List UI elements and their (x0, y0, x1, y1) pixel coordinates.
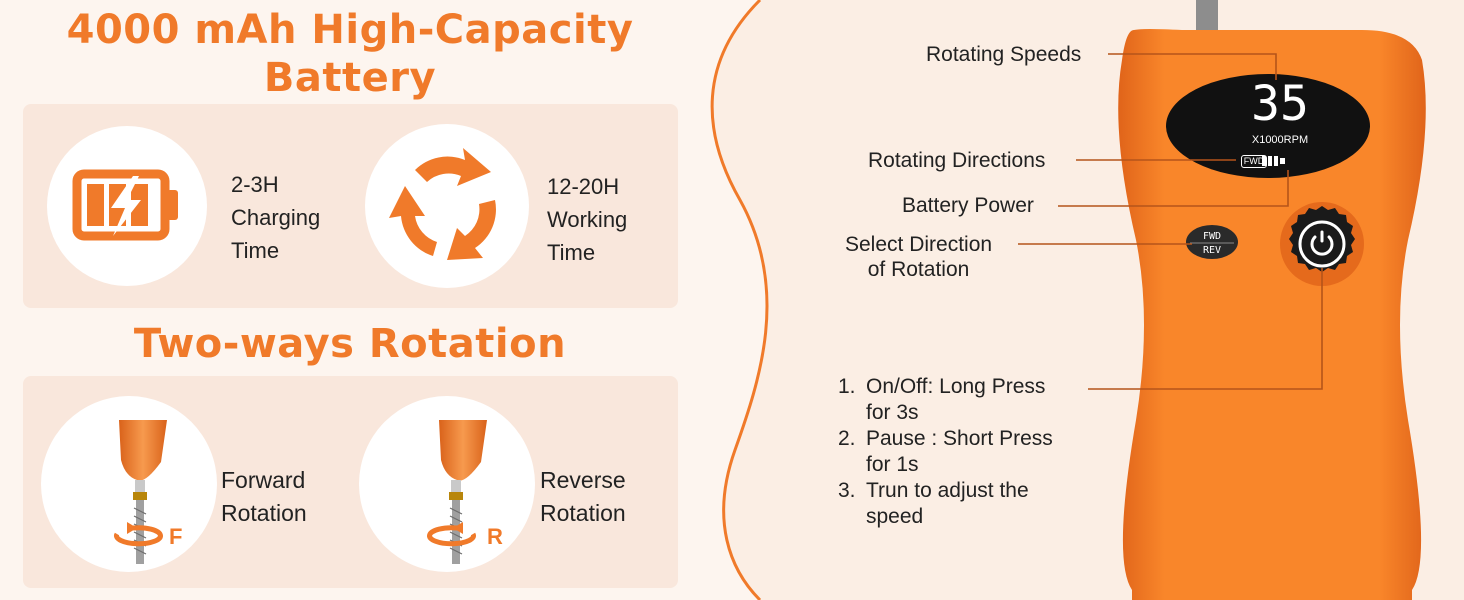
working-label: Working (547, 207, 628, 232)
instruction-item: 2. Pause : Short Press for 1s (838, 426, 1138, 478)
battery-title-line1: 4000 mAh High-Capacity (66, 7, 634, 53)
speed-display-unit: X1000RPM (1251, 134, 1309, 146)
battery-title: 4000 mAh High-Capacity Battery (0, 6, 700, 102)
working-text: 12-20H Working Time (547, 170, 627, 269)
instruction-number: 2. (838, 427, 856, 450)
direction-button-bottom-label: REV (1202, 245, 1222, 256)
forward-rotation-label: Rotation (221, 500, 307, 526)
callout-select-line1: Select Direction (845, 233, 993, 256)
direction-badge: FWD (1241, 155, 1267, 168)
charging-time-label: Time (231, 238, 280, 263)
reverse-rotation-label: Rotation (540, 500, 626, 526)
rotate-arrows-icon (389, 148, 496, 260)
drill-bit-reverse-icon (427, 420, 487, 564)
rotation-panel: F Forward Rotation R Reverse (23, 376, 678, 588)
working-hours: 12-20H (547, 174, 620, 199)
working-circle (365, 124, 529, 288)
charging-circle (47, 126, 207, 286)
callout-select-line2: of Rotation (867, 258, 970, 281)
rotation-title: Two-ways Rotation (133, 321, 567, 367)
instruction-line: Pause : Short Press (866, 427, 1053, 450)
display-screen (1166, 74, 1370, 178)
callout-select-direction: Select Direction of Rotation (845, 232, 992, 282)
reverse-text: Reverse Rotation (540, 464, 626, 530)
forward-label: Forward (221, 467, 306, 493)
callout-rotating-speeds: Rotating Speeds (926, 43, 1082, 66)
cable (1196, 0, 1218, 36)
reverse-letter: R (487, 524, 503, 549)
forward-letter: F (169, 524, 183, 549)
speed-display-value: 35 (1251, 76, 1309, 132)
instruction-list: 1. On/Off: Long Press for 3s 2. Pause : … (838, 374, 1138, 530)
reverse-circle: R (359, 396, 535, 572)
battery-level-icon (1262, 156, 1285, 166)
drill-bit-forward-icon (114, 420, 167, 564)
instruction-line: speed (866, 505, 924, 528)
direction-button-top-label: FWD (1202, 231, 1222, 242)
direction-button[interactable] (1186, 225, 1238, 259)
forward-circle: F (41, 396, 217, 572)
instruction-number: 1. (838, 375, 856, 398)
callout-rotating-directions: Rotating Directions (868, 149, 1046, 172)
instruction-number: 3. (838, 479, 856, 502)
instruction-line: Trun to adjust the (866, 479, 1029, 502)
instruction-line: On/Off: Long Press (866, 375, 1046, 398)
charging-text: 2-3H Charging Time (231, 168, 320, 267)
callout-battery-power: Battery Power (902, 194, 1034, 217)
reverse-label: Reverse (540, 467, 626, 493)
instruction-line: for 1s (866, 453, 919, 476)
charging-hours: 2-3H (231, 172, 279, 197)
instruction-item: 1. On/Off: Long Press for 3s (838, 374, 1138, 426)
charging-label: Charging (231, 205, 321, 230)
battery-charging-icon (72, 169, 178, 241)
battery-title-line2: Battery (263, 55, 437, 101)
working-time-label: Time (547, 240, 596, 265)
instruction-line: for 3s (866, 401, 919, 424)
battery-panel: 2-3H Charging Time 12-20H Working Time (23, 104, 678, 308)
instruction-item: 3. Trun to adjust the speed (838, 478, 1138, 530)
forward-text: Forward Rotation (221, 464, 307, 530)
